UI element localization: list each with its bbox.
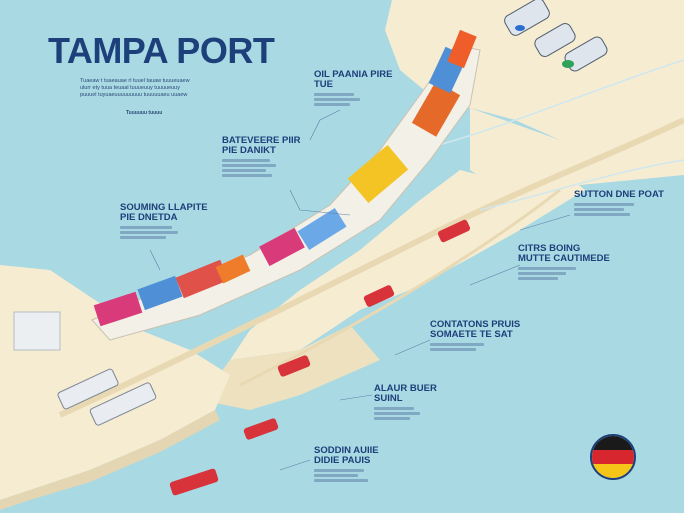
- intro-line-3: puuuel tuyuaeuuuuuuuuu tuuuuuaeu uuaew: [80, 92, 188, 98]
- tank-blue: [515, 25, 525, 31]
- callout-text-line: [222, 159, 270, 162]
- container-stack-3: [175, 259, 229, 299]
- flag-band-red: [592, 449, 634, 465]
- land-shadow: [0, 410, 220, 510]
- callout-bateveere-title: BATEVEERE PIIR PIE DANIKT: [222, 135, 301, 156]
- tugboat-2: [363, 285, 395, 307]
- leader-bateveere: [289, 189, 351, 216]
- callout-text-line: [314, 93, 354, 96]
- compass-flag-icon: [590, 434, 636, 480]
- callout-text-line: [518, 277, 558, 280]
- leader-souming: [149, 249, 161, 271]
- tank-green: [562, 60, 574, 68]
- callout-text-line: [314, 103, 350, 106]
- container-stack-1: [93, 291, 143, 327]
- intro-text: Tuaeaw t tuaeauae rl tuuel tauaw tuuueua…: [80, 78, 230, 99]
- callout-sutton-title: SUTTON DNE POAT: [574, 189, 664, 200]
- callout-souming-title: SOUMING LLAPITE PIE DNETDA: [120, 202, 208, 223]
- callout-oil: OIL PAANIA PIRE TUE: [314, 70, 392, 108]
- callout-text-line: [222, 174, 272, 177]
- leader-soddin: [279, 459, 311, 471]
- page-title: TAMPA PORT: [48, 30, 275, 71]
- tugboat-4: [243, 418, 279, 440]
- land-central-strip: [230, 170, 585, 360]
- callout-text-line: [574, 208, 624, 211]
- flag-band-yellow: [592, 464, 634, 478]
- callout-oil-body: [314, 93, 392, 106]
- callout-text-line: [222, 164, 276, 167]
- callout-text-line: [518, 272, 566, 275]
- container-stack-6: [297, 208, 347, 250]
- container-stack-10: [447, 29, 477, 69]
- container-stack-5: [259, 227, 305, 267]
- rail-line: [419, 59, 684, 151]
- callout-text-line: [374, 407, 414, 410]
- leader-citrs: [469, 264, 521, 286]
- leader-oil: [309, 109, 341, 141]
- callout-text-line: [574, 203, 634, 206]
- truck-2: [89, 382, 157, 426]
- callout-alaur: ALAUR BUER SUINL: [374, 384, 437, 422]
- callout-alaur-title: ALAUR BUER SUINL: [374, 383, 437, 404]
- callout-souming-body: [120, 226, 208, 239]
- callout-soddin: SODDIN AUIIE DIDIE PAUIS: [314, 446, 379, 484]
- warehouse: [13, 311, 61, 351]
- tugboat-5: [169, 468, 219, 496]
- callout-oil-title: OIL PAANIA PIRE TUE: [314, 69, 393, 90]
- callout-text-line: [374, 412, 420, 415]
- callout-text-line: [120, 226, 172, 229]
- land-north-peninsula: [470, 108, 684, 190]
- callout-text-line: [314, 474, 358, 477]
- callout-alaur-body: [374, 407, 437, 420]
- callout-text-line: [430, 348, 476, 351]
- fuel-tanks-2: [534, 23, 576, 57]
- container-stack-4: [215, 254, 251, 284]
- callout-text-line: [222, 169, 266, 172]
- flag-band-black: [592, 436, 634, 450]
- tugboat-1: [437, 219, 471, 243]
- callout-citrs: CITRS BOING MUTTE CAUTIMEDE: [518, 244, 610, 282]
- container-stack-8: [411, 81, 461, 137]
- intro-line-2: ulurr ety tuua teuaal tuuueuuy tuuuueuuy: [80, 85, 180, 91]
- tugboat-3: [277, 355, 311, 377]
- callout-souming: SOUMING LLAPITE PIE DNETDA: [120, 203, 208, 241]
- callout-bateveere-body: [222, 159, 300, 177]
- container-stack-2: [137, 275, 183, 311]
- callout-sutton-body: [574, 203, 664, 216]
- fuel-tanks-1: [504, 0, 550, 36]
- callout-sutton: SUTTON DNE POAT: [574, 190, 664, 218]
- truck-1: [57, 368, 119, 410]
- callout-text-line: [574, 213, 630, 216]
- callout-text-line: [314, 479, 368, 482]
- callout-soddin-title: SODDIN AUIIE DIDIE PAUIS: [314, 445, 379, 466]
- callout-text-line: [120, 236, 166, 239]
- callout-text-line: [314, 98, 360, 101]
- callout-text-line: [430, 343, 484, 346]
- callout-text-line: [518, 267, 576, 270]
- callout-bateveere: BATEVEERE PIIR PIE DANIKT: [222, 136, 300, 179]
- intro-line-1: Tuaeaw t tuaeauae rl tuuel tauaw tuuueua…: [80, 78, 190, 84]
- callout-text-line: [314, 469, 364, 472]
- road-secondary: [239, 188, 561, 387]
- intro-subtitle: Tuuuuuu tuuuu: [126, 110, 163, 116]
- callout-text-line: [120, 231, 178, 234]
- callout-text-line: [374, 417, 410, 420]
- container-stack-7: [347, 145, 409, 203]
- road-main: [58, 117, 684, 418]
- leader-contatons: [394, 339, 431, 356]
- leader-alaur: [339, 394, 373, 401]
- callout-soddin-body: [314, 469, 379, 482]
- callout-citrs-body: [518, 267, 610, 280]
- leader-sutton: [519, 214, 571, 231]
- callout-contatons-title: CONTATONS PRUIS SOMAETE TE SAT: [430, 319, 521, 340]
- callout-contatons: CONTATONS PRUIS SOMAETE TE SAT: [430, 320, 520, 353]
- rail-line-2: [479, 159, 684, 211]
- callout-contatons-body: [430, 343, 520, 351]
- callout-citrs-title: CITRS BOING MUTTE CAUTIMEDE: [518, 243, 610, 264]
